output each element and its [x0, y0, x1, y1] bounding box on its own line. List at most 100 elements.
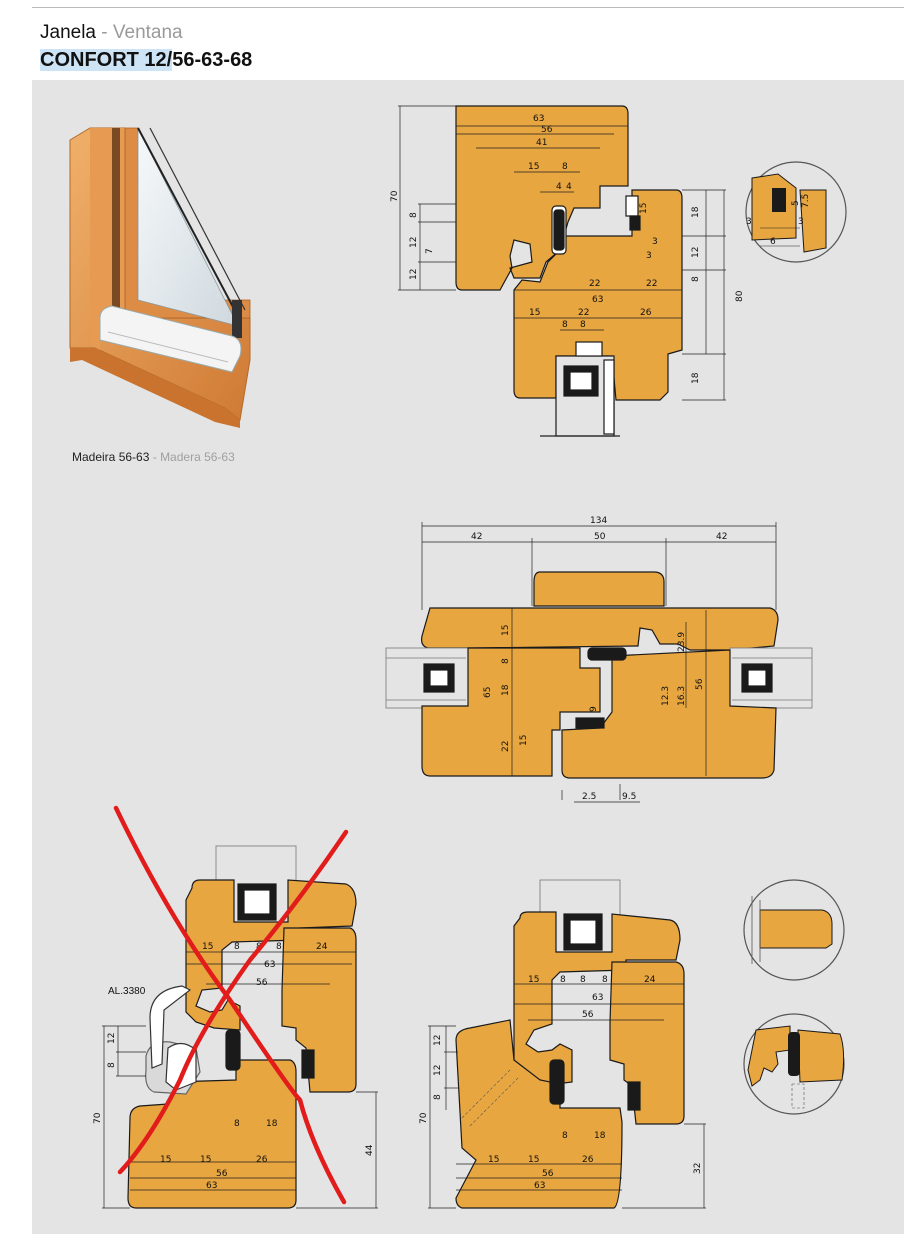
dim-label: 22: [501, 741, 511, 752]
dim-label: 32: [693, 1163, 703, 1174]
dim-label: 56: [582, 1010, 594, 1020]
dim-label: 26: [582, 1155, 594, 1165]
dim-label: 22: [646, 279, 657, 289]
caption-pt: Madeira 56-63: [72, 450, 150, 464]
dim-label: 4: [556, 182, 562, 192]
dim-label: 15: [202, 942, 213, 952]
section-top: [455, 105, 683, 437]
section-mid-dimlines: [421, 522, 777, 803]
dim-label: 18: [266, 1119, 278, 1129]
section-bottom-right-labels: 15 8 8 8 24 63 56 12 12 8 70 8 18 15 15 …: [419, 975, 703, 1191]
top-divider: [32, 7, 904, 8]
section-bottom-left: [127, 845, 357, 1209]
section-top-dimlines: [398, 105, 726, 437]
dim-label: 12: [409, 269, 419, 280]
dim-label: 42: [471, 532, 482, 542]
dim-label: 8: [234, 1119, 240, 1129]
model-title-rest: 56-63-68: [172, 49, 253, 71]
dim-label: 44: [365, 1144, 375, 1156]
dim-label: 18: [691, 206, 701, 218]
dim-label: 70: [93, 1112, 103, 1124]
dim-label: 42: [716, 532, 727, 542]
dim-label: 56: [541, 125, 553, 135]
dim-label: 8: [433, 1094, 443, 1100]
dim-label: 12: [409, 237, 419, 248]
dim-label: 18: [691, 372, 701, 384]
caption-es: Madera 56-63: [160, 450, 235, 464]
dim-label: 8: [580, 320, 586, 330]
dim-label: 23.9: [677, 632, 687, 652]
dim-label: 26: [640, 308, 652, 318]
dim-label: 15: [160, 1155, 171, 1165]
dim-label: 6: [770, 237, 776, 247]
dim-label: 12: [691, 247, 701, 258]
dim-label: 9.5: [622, 792, 636, 802]
dim-label: 3: [798, 217, 804, 227]
detail-circle-bottom: [743, 1013, 845, 1115]
dim-label: 16.3: [677, 686, 687, 706]
dim-label: 24: [644, 975, 656, 985]
dim-label: 65: [483, 687, 493, 698]
section-bottom-left-dimlines: [102, 951, 378, 1209]
dim-label: 15: [501, 625, 511, 636]
dim-label: 5: [791, 200, 801, 206]
dim-label: 3: [646, 251, 652, 261]
dim-label: 3: [746, 217, 752, 227]
red-cross-mark: [113, 805, 349, 1205]
dim-label: 22: [578, 308, 589, 318]
title-es: Ventana: [112, 22, 183, 43]
section-mid: [385, 571, 813, 779]
dim-label: 8: [562, 1131, 568, 1141]
dim-label: 18: [594, 1131, 606, 1141]
dim-label: 8: [560, 975, 566, 985]
caption-sep: -: [149, 450, 161, 464]
page-title: Janela - Ventana: [40, 22, 183, 44]
detail-circle-top: 5 7.5 3 3 6: [745, 161, 847, 263]
title-sep: -: [96, 22, 113, 43]
dim-label: 63: [534, 1181, 545, 1191]
dim-label: 7.5: [801, 194, 811, 208]
window-photo: [69, 127, 251, 428]
dim-label: 12.3: [661, 686, 671, 706]
dim-label: 9: [589, 706, 599, 712]
dim-label: 15: [488, 1155, 499, 1165]
dim-label: 8: [276, 942, 282, 952]
dim-label: 26: [256, 1155, 268, 1165]
dim-label: 8: [691, 276, 701, 282]
dim-label: 12: [433, 1065, 443, 1076]
dim-label: 8: [562, 162, 568, 172]
dim-label: 63: [533, 114, 544, 124]
dim-label: 8: [580, 975, 586, 985]
dim-label: 15: [200, 1155, 211, 1165]
dim-label: 80: [735, 290, 745, 302]
dim-label: 8: [234, 942, 240, 952]
dim-label: 8: [562, 320, 568, 330]
dim-label: 8: [409, 212, 419, 218]
dim-label: 134: [590, 516, 607, 526]
dim-label: 15: [528, 975, 539, 985]
dim-label: 15: [519, 735, 529, 746]
section-mid-labels: 134 42 50 42 15 8 18 65 22 15 9 23.9 12.…: [471, 516, 727, 802]
section-bottom-left-labels: 15 8 8 8 24 63 56 AL.3380 12 8 70 8 18 1…: [93, 942, 375, 1191]
dim-label: 70: [419, 1112, 429, 1124]
dim-label: 50: [594, 532, 606, 542]
profile-label: AL.3380: [108, 986, 146, 997]
dim-label: 15: [528, 1155, 539, 1165]
detail-circle-mid: [743, 879, 845, 981]
dim-label: 8: [602, 975, 608, 985]
dim-label: 12: [433, 1035, 443, 1046]
dim-label: 15: [639, 203, 649, 214]
dim-label: 18: [501, 684, 511, 696]
section-bottom-right: [455, 879, 685, 1209]
dim-label: 63: [264, 960, 275, 970]
dim-label: 15: [529, 308, 540, 318]
section-bottom-right-dimlines: [428, 983, 706, 1209]
dim-label: 56: [256, 978, 268, 988]
dim-label: 56: [695, 678, 705, 690]
dim-label: 24: [316, 942, 328, 952]
dim-label: 2.5: [582, 792, 596, 802]
dim-label: 8: [501, 658, 511, 664]
dim-label: 70: [390, 190, 400, 202]
model-title-highlight: CONFORT 12/: [40, 49, 173, 71]
